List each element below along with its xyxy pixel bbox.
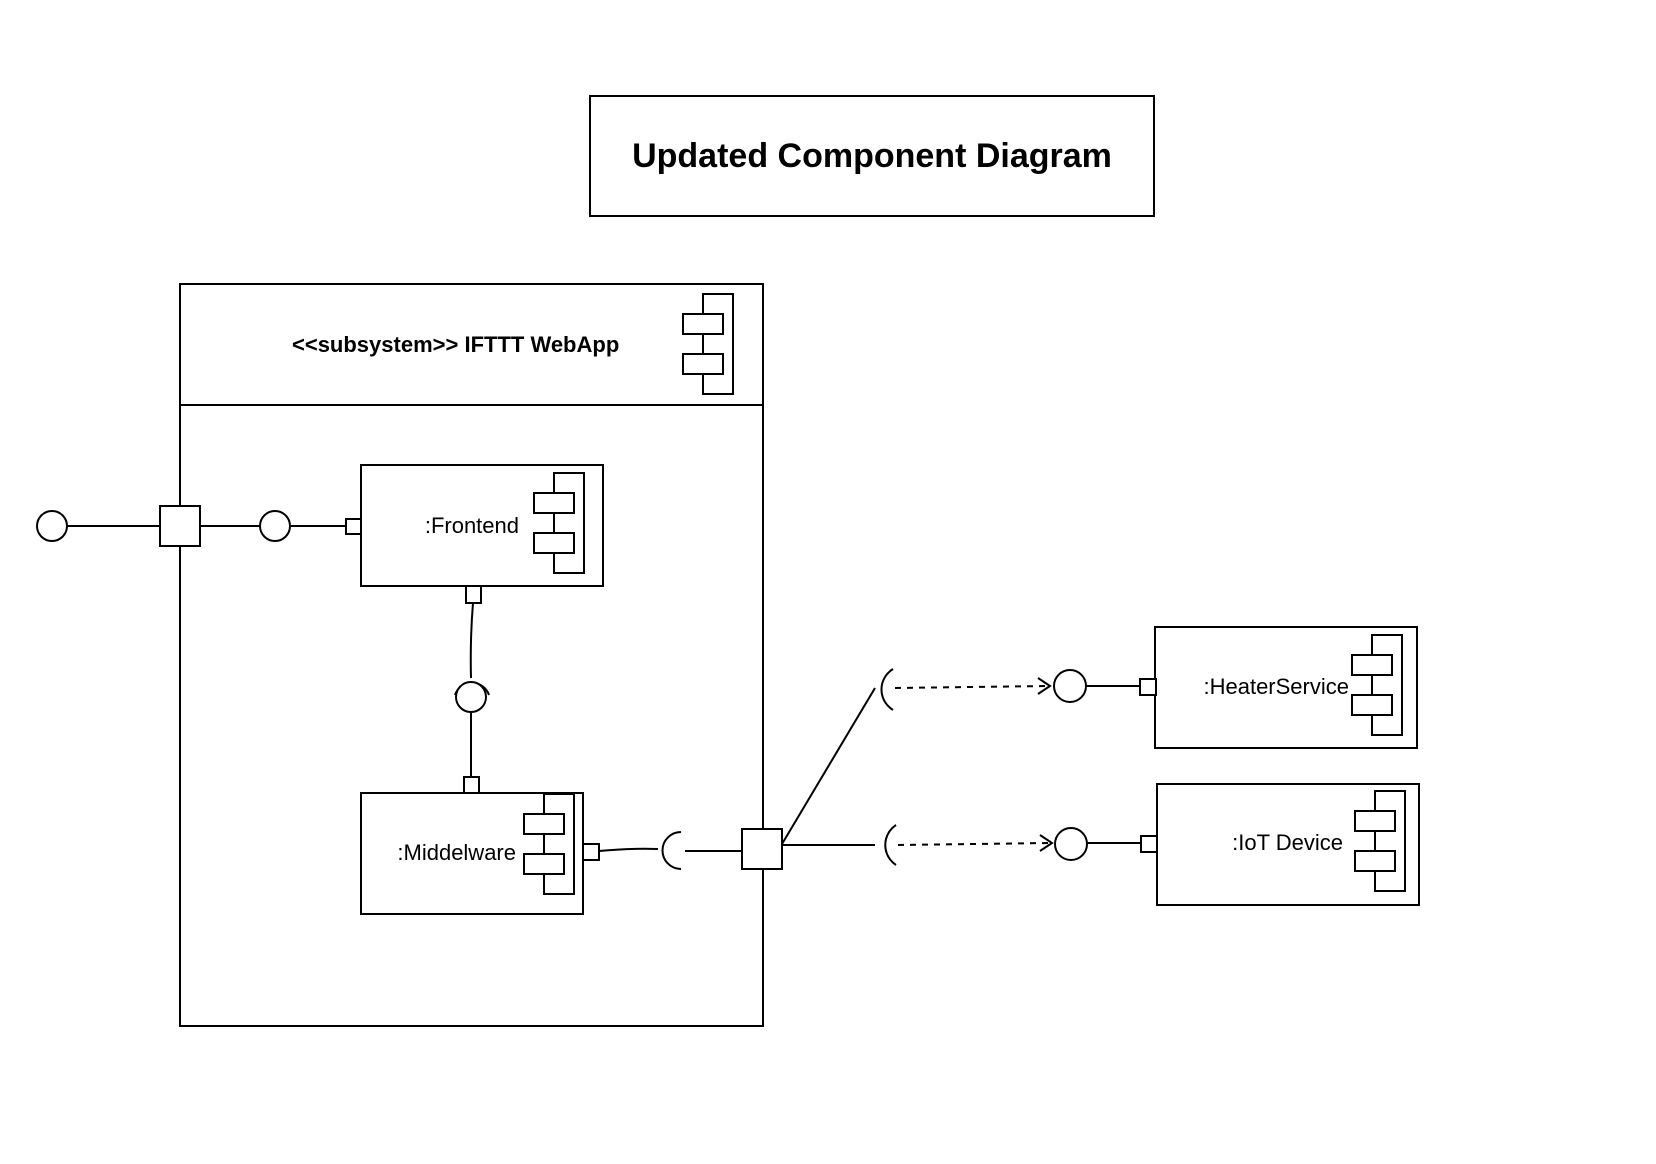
component-iot-device[interactable]: :IoT Device [1156,783,1420,906]
component-heater-service[interactable]: :HeaterService [1154,626,1418,749]
iot-device-connector [782,824,1141,866]
middleware-label: :Middelware [397,840,516,865]
middleware-api-interface[interactable] [455,681,487,713]
component-middleware[interactable]: :Middelware [360,792,584,915]
middleware-port-top[interactable] [463,776,480,794]
frontend-port-left[interactable] [345,518,362,535]
frontend-port-bottom[interactable] [465,585,482,604]
iot-device-provided-interface[interactable] [1054,827,1088,861]
diagram-title-box: Updated Component Diagram [589,95,1155,217]
external-provided-interface[interactable] [36,510,68,542]
middleware-port-connector [598,831,742,870]
component-frontend[interactable]: :Frontend [360,464,604,587]
subsystem-port-left[interactable] [159,505,201,547]
middleware-port-right[interactable] [582,843,600,861]
frontend-provided-interface[interactable] [259,510,291,542]
diagram-title: Updated Component Diagram [632,137,1112,175]
heater-service-provided-interface[interactable] [1053,669,1087,703]
heater-service-port[interactable] [1139,678,1157,696]
iot-device-label: :IoT Device [1232,830,1343,855]
iot-device-port[interactable] [1140,835,1158,853]
subsystem-port-right[interactable] [741,828,783,870]
frontend-label: :Frontend [425,513,519,538]
heater-service-connector [781,668,1140,845]
heater-service-label: :HeaterService [1203,674,1349,699]
subsystem-label: <<subsystem>> IFTTT WebApp [292,332,619,357]
